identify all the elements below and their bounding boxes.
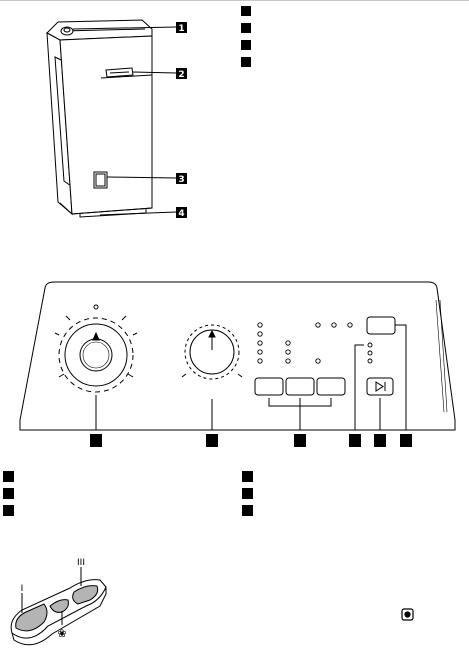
option-button-2: [286, 378, 314, 395]
callout-badge-4: 4: [176, 207, 187, 219]
panel-callout-2: [206, 434, 218, 447]
control-panel: [20, 282, 455, 430]
callout-badge-2: 2: [176, 68, 187, 80]
option-button-3: [317, 378, 345, 395]
option-button-1: [255, 378, 283, 395]
panel-callout-1: [90, 434, 102, 447]
legend-marker-4: [241, 57, 251, 67]
legend-marker-3: [241, 40, 251, 50]
legend-bottom-left: [3, 471, 14, 516]
panel-callout-6: [400, 434, 412, 447]
callout-number-2: 2: [178, 70, 184, 80]
callout-badge-3: 3: [176, 173, 187, 185]
dispenser-label-right: III: [77, 558, 85, 568]
callout-badge-1: 1: [176, 22, 187, 34]
legend-marker-2: [241, 23, 251, 33]
legend-bottom-right: [242, 471, 253, 516]
callout-number-3: 3: [178, 175, 184, 185]
panel-callout-4: [349, 434, 361, 447]
flower-icon: ❀: [57, 627, 66, 640]
panel-callout-3: [294, 434, 306, 447]
panel-callouts: [90, 434, 412, 447]
legend-top-right: [241, 6, 251, 67]
callout-number-4: 4: [178, 209, 184, 219]
panel-callout-5: [374, 434, 386, 447]
dispenser-label-left: I: [21, 584, 24, 594]
callout-number-1: 1: [178, 24, 184, 34]
legend-marker-1: [241, 6, 251, 16]
washing-machine: [47, 20, 152, 217]
flower-symbol-icon: [402, 609, 413, 620]
